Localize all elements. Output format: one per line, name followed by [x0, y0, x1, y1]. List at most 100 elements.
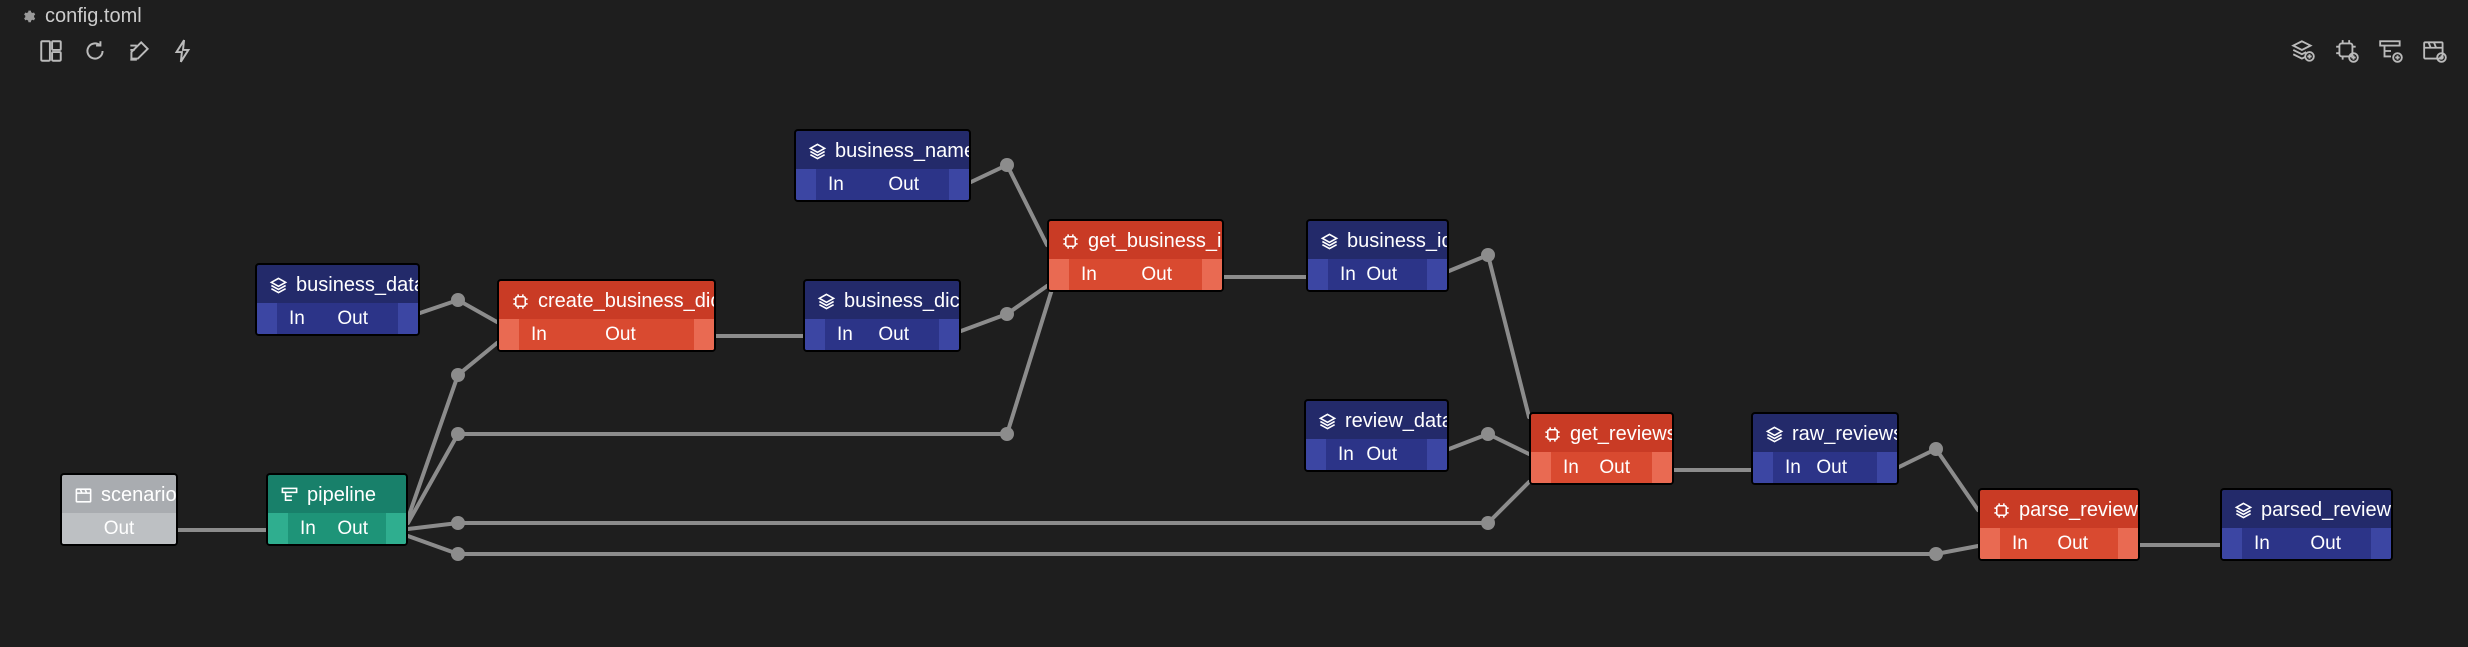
port-out[interactable]: Out — [337, 307, 368, 329]
node-business-data[interactable]: business_data In Out — [255, 263, 420, 336]
port-in[interactable]: In — [1340, 263, 1356, 285]
node-scenario[interactable]: scenario Out — [60, 473, 178, 546]
chip-icon — [1063, 233, 1078, 249]
edge-pipeline-business-name — [406, 284, 1055, 525]
refresh-button[interactable] — [80, 36, 110, 66]
node-label: business_name — [835, 139, 971, 162]
chip-icon — [513, 293, 528, 309]
pipeline-icon — [281, 487, 298, 501]
node-business-id[interactable]: business_id In Out — [1306, 219, 1449, 292]
port-in[interactable]: In — [1563, 456, 1579, 478]
node-business-dict[interactable]: business_dict In Out — [803, 279, 961, 352]
port-out[interactable]: Out — [605, 323, 636, 345]
port-out[interactable]: Out — [1816, 456, 1847, 478]
add-scenario-button[interactable] — [2420, 36, 2450, 66]
run-button[interactable] — [168, 36, 198, 66]
gear-icon — [24, 10, 36, 22]
port-in[interactable]: In — [828, 173, 844, 195]
chip-icon — [1994, 502, 2009, 518]
port-in[interactable]: In — [1081, 263, 1097, 285]
edge-junction — [1929, 442, 1943, 456]
node-create-business-dict[interactable]: create_business_dict In Out — [497, 279, 716, 352]
port-out[interactable]: Out — [103, 517, 135, 539]
node-label: get_business_id — [1088, 229, 1224, 252]
stack-icon — [1318, 412, 1337, 430]
edge-junction — [1929, 547, 1943, 561]
add-task-icon — [2336, 40, 2359, 63]
edge-junction — [451, 427, 465, 441]
node-label: pipeline — [307, 483, 376, 506]
port-out[interactable]: Out — [1141, 263, 1172, 285]
add-pipeline-button[interactable] — [2376, 36, 2406, 66]
scenario-icon — [75, 487, 92, 503]
node-raw-reviews[interactable]: raw_reviews In Out — [1751, 412, 1899, 485]
stack-icon — [269, 276, 288, 294]
edge-business-id-get-reviews — [1447, 252, 1531, 419]
refresh-icon — [86, 41, 104, 60]
node-label: business_data — [296, 273, 420, 296]
port-in[interactable]: In — [1785, 456, 1801, 478]
toolbar-left — [36, 36, 198, 66]
port-out[interactable]: Out — [878, 323, 909, 345]
port-out[interactable]: Out — [1599, 456, 1630, 478]
stack-icon — [817, 292, 836, 310]
layout-button[interactable] — [36, 36, 66, 66]
edge-junction — [451, 368, 465, 382]
add-pipeline-icon — [2379, 40, 2403, 63]
node-label: get_reviews — [1570, 422, 1674, 445]
stack-icon — [1320, 232, 1339, 250]
port-out[interactable]: Out — [2310, 532, 2341, 554]
port-in[interactable]: In — [837, 323, 853, 345]
node-label: business_id — [1347, 229, 1449, 252]
port-in[interactable]: In — [2254, 532, 2270, 554]
port-out[interactable]: Out — [1366, 443, 1397, 465]
node-label: review_data — [1345, 409, 1449, 432]
edge-junction — [1481, 516, 1495, 530]
port-in[interactable]: In — [289, 307, 305, 329]
add-scenario-icon — [2423, 41, 2447, 63]
node-review-data[interactable]: review_data In Out — [1304, 399, 1449, 472]
port-in[interactable]: In — [531, 323, 547, 345]
node-pipeline[interactable]: pipeline In Out — [266, 473, 408, 546]
port-in[interactable]: In — [2012, 532, 2028, 554]
node-business-name[interactable]: business_name In Out — [794, 129, 971, 202]
node-label: business_dict — [844, 289, 961, 312]
node-label: create_business_dict — [538, 289, 716, 312]
node-label: parsed_reviews — [2261, 498, 2393, 521]
port-in[interactable]: In — [300, 517, 316, 539]
edge-junction — [1000, 427, 1014, 441]
edge-junction — [451, 547, 465, 561]
toolbar-right — [2288, 36, 2450, 66]
add-task-button[interactable] — [2332, 36, 2362, 66]
node-label: raw_reviews — [1792, 422, 1899, 445]
node-label: parse_reviews — [2019, 498, 2140, 521]
edge-business-name-get-business-id — [969, 162, 1049, 247]
edge-junction — [451, 293, 465, 307]
stack-icon — [2234, 501, 2253, 519]
window-title: config.toml — [45, 4, 142, 27]
node-parse-reviews[interactable]: parse_reviews In Out — [1978, 488, 2140, 561]
edge-junction — [451, 516, 465, 530]
lightning-icon — [174, 39, 191, 63]
node-label: scenario — [101, 483, 177, 506]
node-parsed-reviews[interactable]: parsed_reviews In Out — [2220, 488, 2393, 561]
edge-pipeline-review-data — [406, 480, 1531, 531]
node-get-business-id[interactable]: get_business_id In Out — [1047, 219, 1224, 292]
stack-icon — [808, 142, 827, 160]
port-in[interactable]: In — [1338, 443, 1354, 465]
edit-button[interactable] — [124, 36, 154, 66]
add-data-node-button[interactable] — [2288, 36, 2318, 66]
port-out[interactable]: Out — [337, 517, 368, 539]
port-out[interactable]: Out — [2057, 532, 2088, 554]
edge-raw-reviews-parse-reviews — [1897, 446, 1980, 512]
layout-icon — [40, 40, 62, 62]
port-out[interactable]: Out — [1366, 263, 1397, 285]
node-get-reviews[interactable]: get_reviews In Out — [1529, 412, 1674, 485]
chip-icon — [1545, 426, 1560, 442]
edit-icon — [130, 40, 150, 61]
title-bar: config.toml — [20, 3, 142, 29]
edge-junction — [1000, 307, 1014, 321]
port-out[interactable]: Out — [888, 173, 919, 195]
stack-icon — [1765, 425, 1784, 443]
